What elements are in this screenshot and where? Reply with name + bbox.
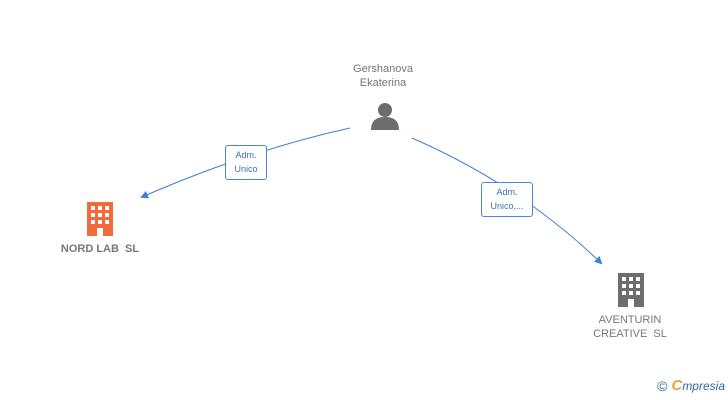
company-name-aventurin[interactable]: AVENTURIN CREATIVE SL	[570, 313, 690, 341]
company-name-nord-lab[interactable]: NORD LAB SL	[40, 242, 160, 256]
edge-label-line2: Unico,...	[490, 201, 524, 211]
company-name-line1: AVENTURIN	[598, 314, 662, 326]
person-name-line2: Ekaterina	[359, 77, 407, 89]
copyright-icon: ©	[657, 377, 668, 394]
person-name[interactable]: Gershanova Ekaterina	[333, 62, 433, 90]
edge-label-line2: Unico	[234, 164, 258, 174]
edge-label-line1: Adm.	[235, 150, 257, 160]
company-name-line2: CREATIVE SL	[593, 328, 667, 340]
building-icon[interactable]	[87, 202, 113, 236]
person-icon[interactable]	[371, 103, 399, 130]
brand-wordmark: Cmpresia	[671, 377, 725, 394]
edge-label-nord-lab[interactable]: Adm. Unico	[225, 145, 267, 180]
person-name-line1: Gershanova	[353, 63, 413, 75]
edge-label-line1: Adm.	[496, 187, 518, 197]
company-name-line1: NORD LAB SL	[60, 243, 140, 255]
edge-label-aventurin[interactable]: Adm. Unico,...	[481, 182, 533, 217]
brand-logo: © Cmpresia	[657, 377, 725, 394]
building-icon[interactable]	[618, 273, 644, 307]
